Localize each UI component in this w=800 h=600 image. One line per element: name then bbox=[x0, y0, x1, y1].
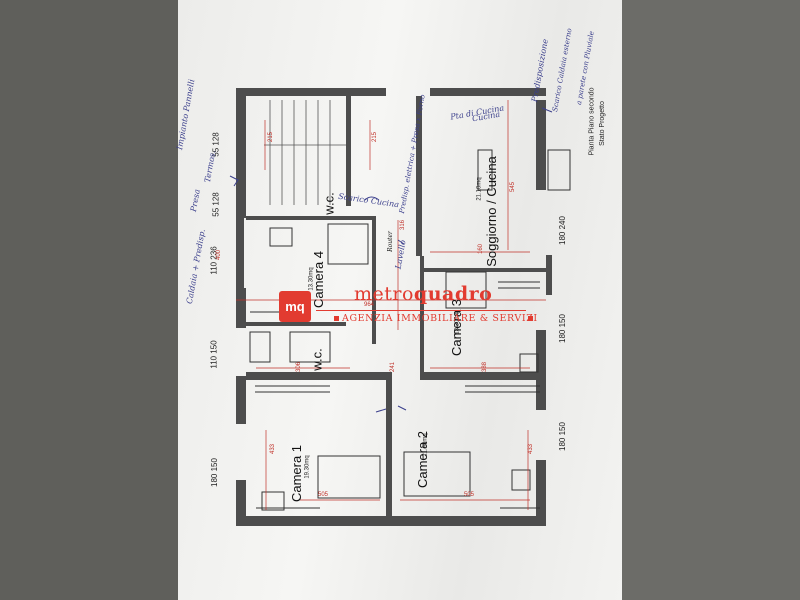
wall-left-top bbox=[236, 88, 246, 218]
wall-top-left bbox=[236, 88, 386, 96]
walls bbox=[236, 88, 552, 526]
room-area-camera2: 21.90mq bbox=[422, 433, 429, 457]
wall-wc-top bbox=[246, 216, 376, 220]
dim-right-top: 180 240 bbox=[557, 216, 567, 245]
dim-505b: 505 bbox=[464, 492, 475, 498]
dim-505a: 505 bbox=[318, 492, 329, 498]
brand-logo-divider bbox=[316, 310, 526, 311]
dim-left-mid3: 110 150 bbox=[209, 340, 219, 369]
wall-camera-divider bbox=[386, 380, 392, 516]
background-left bbox=[0, 0, 178, 600]
wall-top-right bbox=[430, 88, 546, 96]
dim-215a: 215 bbox=[268, 131, 275, 143]
brand-logo-dot-right bbox=[528, 316, 533, 321]
wall-camera3-left bbox=[420, 256, 424, 376]
room-label-wc2: w.c. bbox=[309, 348, 325, 371]
brand-logo-part1: metro bbox=[354, 283, 414, 305]
dim-545: 545 bbox=[510, 181, 517, 193]
dim-388: 388 bbox=[482, 361, 489, 373]
dim-400: 400 bbox=[216, 249, 223, 261]
room-area-soggiorno: 21.10mq bbox=[476, 177, 483, 201]
brand-logo-part2: quadro bbox=[413, 283, 493, 305]
dim-160: 160 bbox=[478, 243, 485, 255]
plan-title: Pianta Piano secondo bbox=[588, 87, 596, 156]
room-label-camera1: Camera 1 bbox=[289, 444, 305, 503]
dim-left-bottom: 180 150 bbox=[209, 458, 219, 487]
brand-logo-badge: mq bbox=[279, 291, 311, 322]
wall-left-mid2 bbox=[236, 288, 246, 328]
wall-bottom bbox=[236, 516, 546, 526]
wall-corridor-right bbox=[420, 372, 546, 380]
room-area-camera1: 19.30mq bbox=[304, 455, 311, 479]
room-label-wc1: w.c. bbox=[321, 192, 337, 215]
dim-right-mid: 180 150 bbox=[557, 314, 567, 343]
wall-left-mid bbox=[236, 218, 244, 288]
dim-433a: 433 bbox=[270, 443, 277, 455]
wall-wc-bottom bbox=[246, 322, 346, 326]
wall-right-top bbox=[536, 100, 546, 190]
background-right bbox=[622, 0, 800, 600]
wall-right-low bbox=[536, 330, 546, 410]
dim-964: 964 bbox=[364, 302, 375, 308]
dim-215b: 215 bbox=[372, 131, 379, 143]
brand-logo-dot-left bbox=[334, 316, 339, 321]
wall-camera3-top bbox=[420, 268, 546, 272]
handwritten-marks bbox=[229, 107, 553, 413]
furniture bbox=[249, 149, 571, 511]
wall-right-mid bbox=[546, 255, 552, 295]
brand-logo-tagline: AGENZIA IMMOBILIARE & SERVIZI bbox=[342, 313, 538, 324]
dim-left-mid1: 55 128 bbox=[211, 192, 221, 217]
dim-316: 316 bbox=[400, 219, 407, 231]
wall-left-low bbox=[236, 376, 246, 424]
wall-right-bottom bbox=[536, 460, 546, 526]
dim-306: 306 bbox=[296, 361, 303, 373]
note-router: Router bbox=[386, 231, 394, 252]
dim-right-bottom: 180 150 bbox=[557, 422, 567, 451]
wall-left-bottom bbox=[236, 480, 246, 526]
wall-interior-vertical bbox=[416, 96, 422, 256]
wall-corridor-left bbox=[246, 372, 392, 380]
dim-433b: 433 bbox=[528, 443, 535, 455]
room-label-soggiorno: Soggiorno / Cucina bbox=[483, 156, 499, 267]
dim-241: 241 bbox=[390, 361, 397, 373]
wall-stair bbox=[346, 96, 351, 206]
wall-camera4-right bbox=[372, 216, 376, 344]
brand-logo-text: metroquadro bbox=[354, 283, 492, 305]
room-area-camera4: 13.30mq bbox=[308, 267, 315, 291]
plan-subtitle: Stato Progetto bbox=[598, 101, 606, 146]
staircase bbox=[264, 100, 346, 205]
